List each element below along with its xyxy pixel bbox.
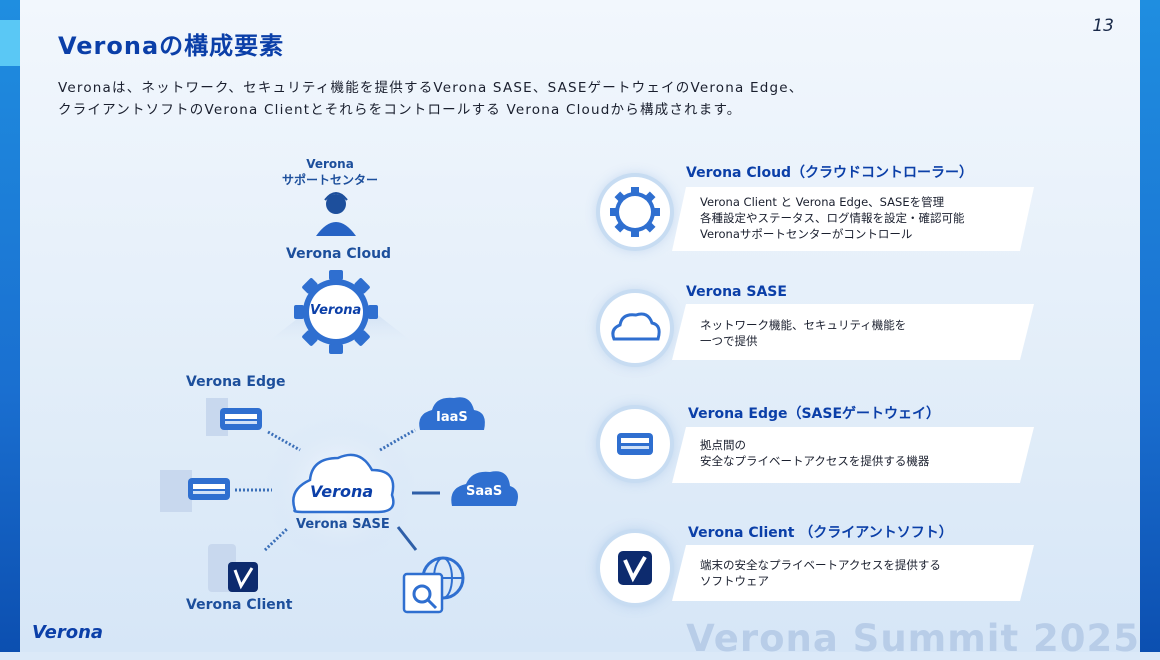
card-box-sase: [672, 304, 1034, 360]
card-title-cloud: Verona Cloud（クラウドコントローラー）: [686, 165, 974, 181]
architecture-diagram: [160, 192, 518, 614]
card-client-line-2: ソフトウェア: [700, 574, 769, 588]
iaas-label: IaaS: [436, 410, 468, 425]
support-label-line-1: Verona: [306, 157, 354, 171]
card-box-client: [672, 545, 1034, 601]
card-edge-line-1: 拠点間の: [700, 438, 746, 452]
description-line-2: クライアントソフトのVerona Clientとそれらをコントロールする Ver…: [58, 102, 742, 118]
cloud-label: Verona Cloud: [286, 246, 392, 262]
card-edge-line-2: 安全なプライベートアクセスを提供する機器: [700, 454, 930, 468]
cloud-controller-gear-icon: [294, 270, 378, 354]
card-box-cloud: [672, 187, 1034, 251]
edge-card-icon: [600, 409, 670, 479]
sase-cloud-icon: [292, 453, 395, 514]
client-device-icon: [208, 544, 258, 592]
edge-label: Verona Edge: [186, 374, 286, 390]
event-watermark: Verona Summit 2025: [686, 617, 1140, 660]
page-title: Veronaの構成要素: [58, 32, 285, 60]
card-title-client: Verona Client （クライアントソフト）: [688, 525, 953, 541]
card-title-edge: Verona Edge（SASEゲートウェイ）: [688, 406, 941, 422]
card-box-edge: [672, 427, 1034, 483]
card-cloud-line-2: 各種設定やステータス、ログ情報を設定・確認可能: [700, 211, 965, 225]
cloud-controller-icon: [600, 177, 670, 247]
iaas-cloud-icon: [419, 397, 485, 430]
card-cloud-line-3: Veronaサポートセンターがコントロール: [700, 227, 913, 241]
right-frame: [1140, 0, 1160, 652]
card-cloud-line-1: Verona Client と Verona Edge、SASEを管理: [700, 195, 945, 209]
saas-cloud-icon: [451, 471, 518, 506]
card-sase-line-1: ネットワーク機能、セキュリティ機能を: [700, 318, 907, 332]
support-label-line-2: サポートセンター: [282, 173, 379, 187]
footer-logo: Verona: [32, 622, 104, 643]
slide: Veronaの構成要素 13 Veronaは、ネットワーク、セキュリティ機能を提…: [20, 0, 1140, 660]
frame-accent-stripe: [0, 20, 20, 66]
edge-building-icon: [206, 398, 262, 436]
card-client-line-1: 端末の安全なプライベートアクセスを提供する: [700, 558, 941, 572]
support-center-label: Verona サポートセンター: [282, 156, 378, 188]
edge-branch-icon: [160, 470, 230, 512]
left-frame: [0, 0, 20, 652]
client-label: Verona Client: [186, 597, 293, 613]
description-line-1: Veronaは、ネットワーク、セキュリティ機能を提供するVerona SASE、…: [58, 80, 804, 96]
network-links-solid: [396, 491, 440, 551]
page-description: Veronaは、ネットワーク、セキュリティ機能を提供するVerona SASE、…: [58, 77, 803, 121]
sase-card-icon: [600, 293, 670, 363]
card-title-sase: Verona SASE: [686, 284, 787, 300]
page-number: 13: [1092, 16, 1114, 36]
sase-label: Verona SASE: [296, 517, 390, 532]
cloud-logo: Verona: [310, 303, 362, 318]
sase-logo: Verona: [310, 482, 374, 501]
network-links: [235, 428, 416, 552]
card-sase-line-2: 一つで提供: [700, 334, 758, 348]
saas-label: SaaS: [466, 484, 503, 499]
client-card-icon: [600, 533, 670, 603]
web-search-icon: [402, 556, 465, 614]
operator-icon: [316, 192, 356, 236]
